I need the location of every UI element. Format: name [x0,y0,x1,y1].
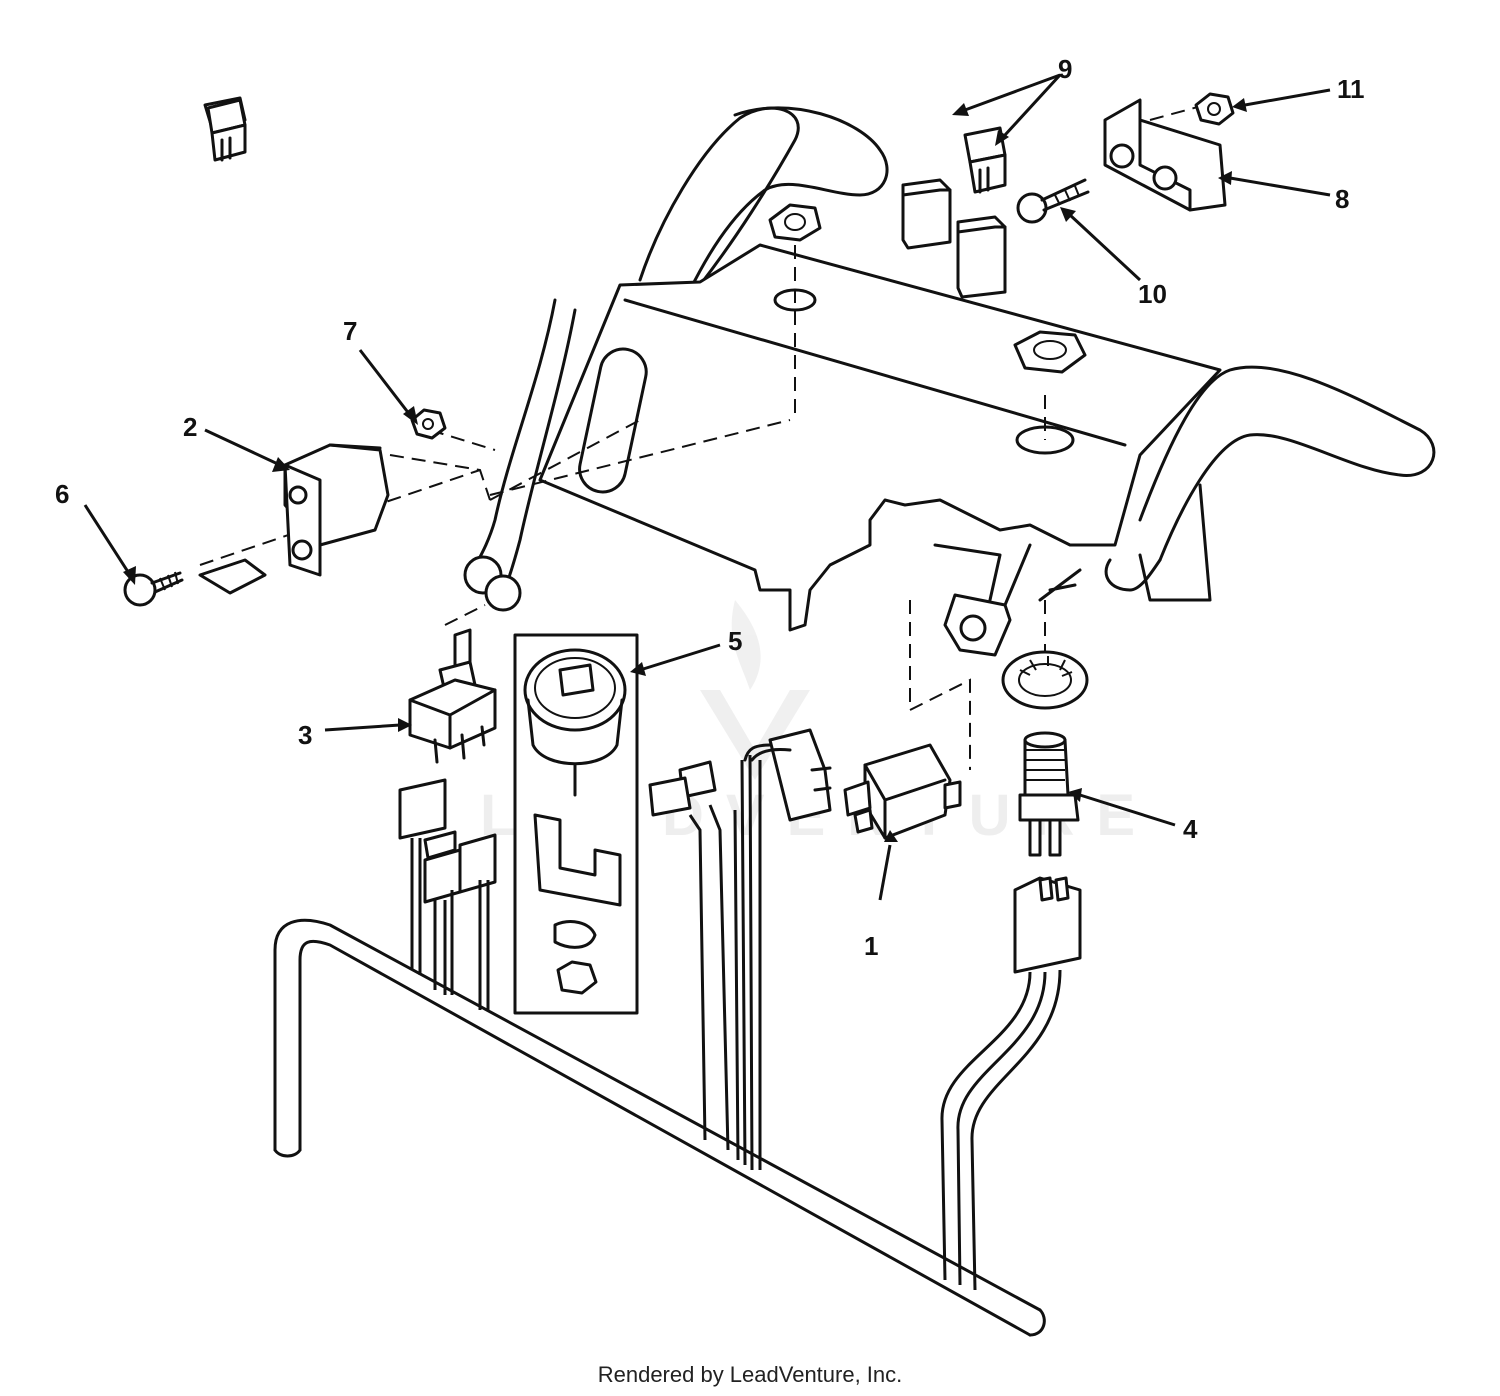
callout-label-11: 11 [1337,74,1365,104]
callout-label-6: 6 [55,479,69,509]
footer-credit: Rendered by LeadVenture, Inc. [597,1362,903,1387]
nut-part-11 [1194,92,1235,126]
callout-label-1: 1 [864,931,878,961]
handle-frame [463,106,1436,612]
assembly-lines [199,104,1206,850]
ignition-key-switch-part [940,650,1089,1291]
callout-label-3: 3 [298,720,312,750]
fuse-holder-bracket-part [1103,98,1227,212]
console-plate [538,203,1222,657]
callout-label-7: 7 [343,316,357,346]
screw-part-6 [123,571,184,607]
screw-part-10 [1016,178,1090,224]
switch-bracket-part [198,443,390,595]
hour-meter-kit-part [513,633,639,1015]
callout-label-10: 10 [1138,279,1167,309]
callout-label-2: 2 [183,412,197,442]
callout-labels: 1 2 3 4 5 6 7 8 9 10 11 [55,54,1365,961]
callout-label-5: 5 [728,626,742,656]
wire-harness [273,728,1046,1337]
toggle-switch-part [398,628,497,1010]
callout-label-8: 8 [1335,184,1349,214]
callout-label-9: 9 [1058,54,1072,84]
nut-part-7 [410,408,447,440]
leader-lines [83,73,1331,901]
limit-switch-part [843,743,962,840]
callout-label-4: 4 [1183,814,1198,844]
fuses-part-9 [203,96,1007,299]
